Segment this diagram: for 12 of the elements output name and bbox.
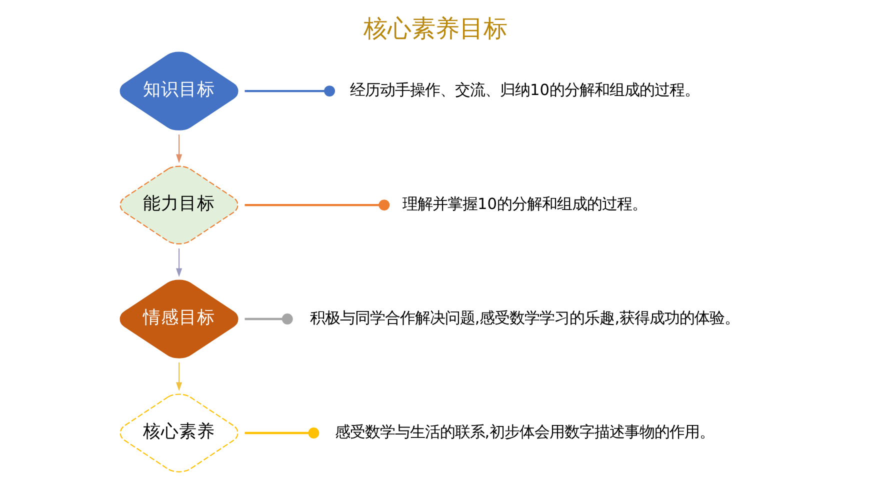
arrow xyxy=(175,362,182,392)
diagram-title: 核心素养目标 xyxy=(363,14,508,42)
connector xyxy=(244,314,292,324)
node-text: 感受数学与生活的联系,初步体会用数字描述事物的作用。 xyxy=(334,423,714,442)
node-text: 经历动手操作、交流、归纳10的分解和组成的过程。 xyxy=(349,81,699,100)
connector xyxy=(244,86,334,97)
node-text: 积极与同学合作解决问题,感受数学学习的乐趣,获得成功的体验。 xyxy=(309,309,740,328)
connector xyxy=(244,428,319,438)
connector xyxy=(244,200,390,211)
arrow xyxy=(175,134,182,164)
arrow xyxy=(175,248,182,278)
node-text: 理解并掌握10的分解和组成的过程。 xyxy=(402,195,646,214)
